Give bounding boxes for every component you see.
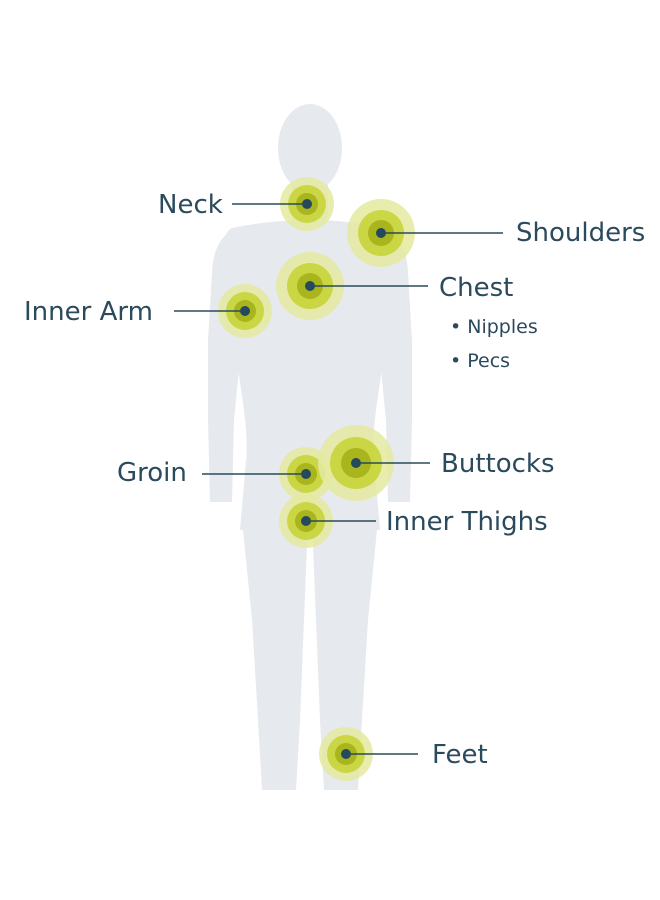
detail-chest-0: • Nipples <box>450 316 538 338</box>
label-buttocks: Buttocks <box>441 449 555 479</box>
body-silhouette <box>208 104 412 790</box>
label-inner-arm: Inner Arm <box>24 297 153 327</box>
label-neck: Neck <box>158 190 223 220</box>
silhouette-head <box>278 104 342 192</box>
silhouette-torso <box>223 220 397 470</box>
detail-chest-1: • Pecs <box>450 350 510 372</box>
silhouette-left-leg <box>242 520 308 790</box>
label-chest: Chest <box>439 273 513 303</box>
label-shoulders: Shoulders <box>516 218 645 248</box>
silhouette-right-arm <box>372 230 412 502</box>
label-inner-thighs: Inner Thighs <box>386 507 548 537</box>
label-feet: Feet <box>432 740 488 770</box>
silhouette-right-leg <box>312 520 378 790</box>
label-groin: Groin <box>117 458 187 488</box>
